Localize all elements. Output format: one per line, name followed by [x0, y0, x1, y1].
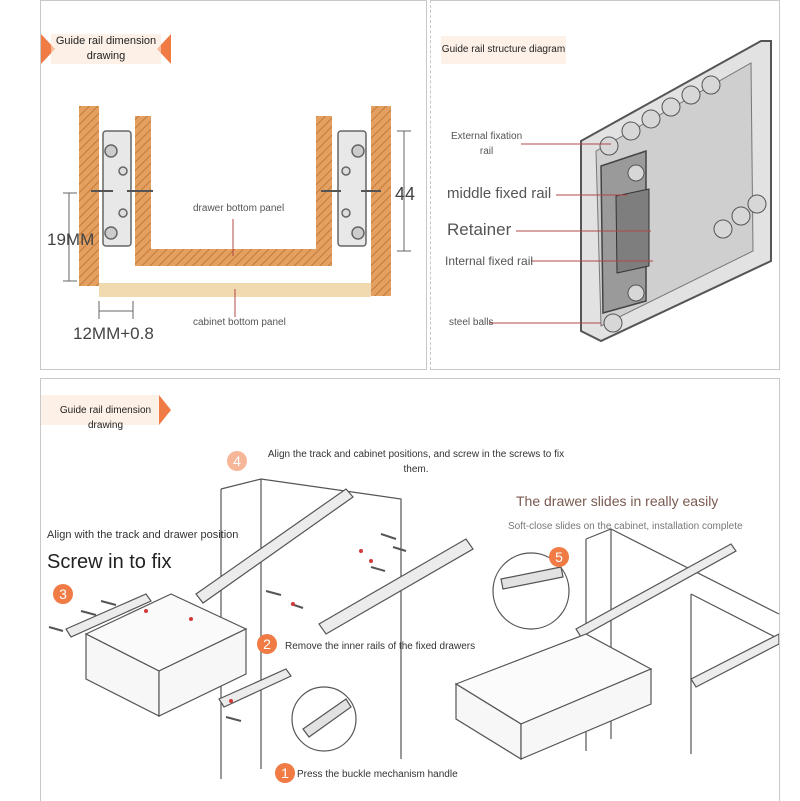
slides-easy-text: The drawer slides in really easily	[516, 493, 719, 509]
right-rail	[337, 130, 367, 247]
right-cabinet	[585, 528, 779, 754]
buckle-zoom	[291, 686, 357, 752]
dimension-header-line1: Guide rail dimension	[55, 35, 157, 47]
steel-balls-label: steel balls	[449, 317, 494, 328]
installation-header-tag: Guide rail dimension drawing	[41, 395, 171, 431]
installation-steps-drawing	[48, 478, 779, 779]
structure-header-tag: Guide rail structure diagram	[441, 36, 566, 64]
step3-badge: 3	[53, 584, 73, 604]
screw-in-text: Screw in to fix	[47, 551, 172, 573]
dimension-header-tag: Guide rail dimension drawing	[41, 34, 171, 64]
drawer-bottom-panel-label: drawer bottom panel	[193, 203, 285, 214]
installation-panel: Guide rail dimension drawing	[40, 378, 780, 801]
right-rails	[575, 543, 779, 688]
external-rail-label-line1: External fixation	[451, 131, 523, 142]
structure-panel: Guide rail structure diagram	[430, 0, 780, 370]
steel-balls	[599, 75, 767, 333]
step4-badge: 4	[227, 451, 247, 471]
external-rail-label-line2: rail	[479, 146, 494, 157]
structure-header: Guide rail structure diagram	[441, 44, 566, 55]
dim-width-label: 12MM+0.8	[73, 324, 154, 343]
retainer-label: Retainer	[447, 220, 512, 239]
step4-text: Align the track and cabinet positions, a…	[266, 447, 566, 477]
right-drawer	[454, 633, 653, 761]
align-drawer-text: Align with the track and drawer position	[47, 529, 239, 541]
rail-structure-drawing	[489, 40, 772, 343]
cabinet-right-wall	[371, 106, 391, 296]
soft-close-text: Soft-close slides on the cabinet, instal…	[508, 521, 743, 532]
middle-rail-label: middle fixed rail	[447, 185, 552, 202]
step4-line1: Align the track and cabinet positions, a…	[267, 449, 565, 460]
step4-line2: them.	[403, 464, 429, 475]
dim-19mm-label: 19MM	[47, 230, 95, 249]
cabinet-cross-section	[63, 106, 411, 319]
release-zoom	[492, 552, 570, 630]
drawer-side-rail	[65, 593, 152, 638]
drawer-box	[84, 593, 248, 717]
cabinet-rails	[195, 488, 474, 635]
step2-badge: 2	[257, 634, 277, 654]
cabinet-left-wall	[79, 106, 99, 286]
step2-text: Remove the inner rails of the fixed draw…	[285, 641, 476, 652]
dim-height-label: 44	[395, 184, 416, 204]
external-rail-label: External fixation rail	[451, 129, 522, 159]
cabinet-bottom-panel-label: cabinet bottom panel	[193, 317, 286, 328]
installation-header: Guide rail dimension drawing	[59, 405, 152, 431]
step5-badge: 5	[549, 547, 569, 567]
drawer-bottom	[135, 249, 332, 266]
header-tag-shape	[41, 34, 171, 64]
left-rail	[102, 130, 132, 247]
step1-text: Press the buckle mechanism handle	[297, 769, 458, 780]
dimension-panel: Guide rail dimension drawing	[40, 0, 427, 370]
dimension-header-line2: drawing	[86, 50, 126, 62]
inner-rail	[218, 668, 292, 708]
step1-badge: 1	[275, 763, 295, 783]
internal-rail-label: Internal fixed rail	[445, 254, 534, 268]
